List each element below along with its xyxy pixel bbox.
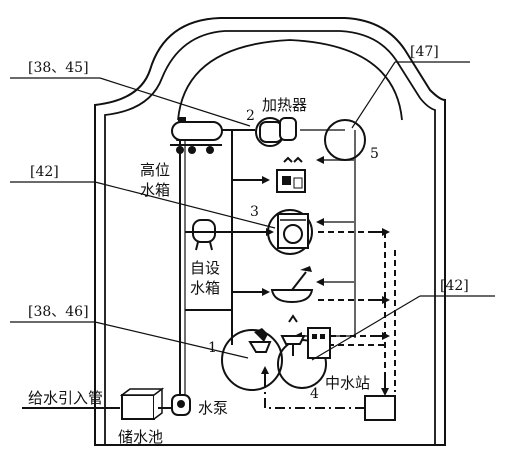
bathtub-icon xyxy=(270,266,314,304)
circle-solar xyxy=(324,119,366,161)
number-5: 5 xyxy=(370,146,379,162)
heater-icon xyxy=(259,117,297,143)
ref-47: [47] xyxy=(410,44,439,60)
basin-icon xyxy=(280,314,306,356)
number-4: 4 xyxy=(310,386,319,402)
roof-arch xyxy=(177,39,403,121)
circle-toilet xyxy=(221,329,283,391)
high-tank-icon xyxy=(170,117,223,154)
reservoir-icon xyxy=(119,387,165,420)
pump-label: 水泵 xyxy=(198,399,228,417)
circle-washer xyxy=(267,209,313,255)
ref-38-46: [38、46] xyxy=(28,304,89,320)
own-tank-label-1: 自设 xyxy=(190,259,220,277)
reservoir-label: 储水池 xyxy=(118,428,163,446)
inlet-pipe-label: 给水引入管 xyxy=(28,389,103,407)
washing-machine-icon xyxy=(277,213,309,249)
reclaimed-station-box xyxy=(364,395,396,421)
number-2: 2 xyxy=(246,108,255,124)
building-inner-outline xyxy=(104,30,436,445)
toilet-icon xyxy=(248,328,272,353)
own-tank-label-2: 水箱 xyxy=(190,279,220,297)
pump-icon xyxy=(171,394,191,416)
ref-42-bottom: [42] xyxy=(440,278,469,294)
high-tank-label-1: 高位 xyxy=(140,161,170,179)
number-3: 3 xyxy=(250,204,259,220)
reference-leaders xyxy=(10,61,495,361)
ref-42-top: [42] xyxy=(30,164,59,180)
building-outer-outline xyxy=(94,17,446,446)
own-tank-icon xyxy=(190,219,218,251)
high-tank-label-2: 水箱 xyxy=(140,181,170,199)
drain-lines xyxy=(308,231,396,392)
number-1: 1 xyxy=(208,340,217,356)
reclaimed-station-label: 中水站 xyxy=(325,374,370,392)
heater-label: 加热器 xyxy=(262,96,307,114)
reclaimed-return-line xyxy=(264,380,365,409)
ref-38-45: [38、45] xyxy=(28,60,89,76)
kitchen-stove-icon xyxy=(276,156,306,193)
treatment-box-icon xyxy=(307,327,331,359)
